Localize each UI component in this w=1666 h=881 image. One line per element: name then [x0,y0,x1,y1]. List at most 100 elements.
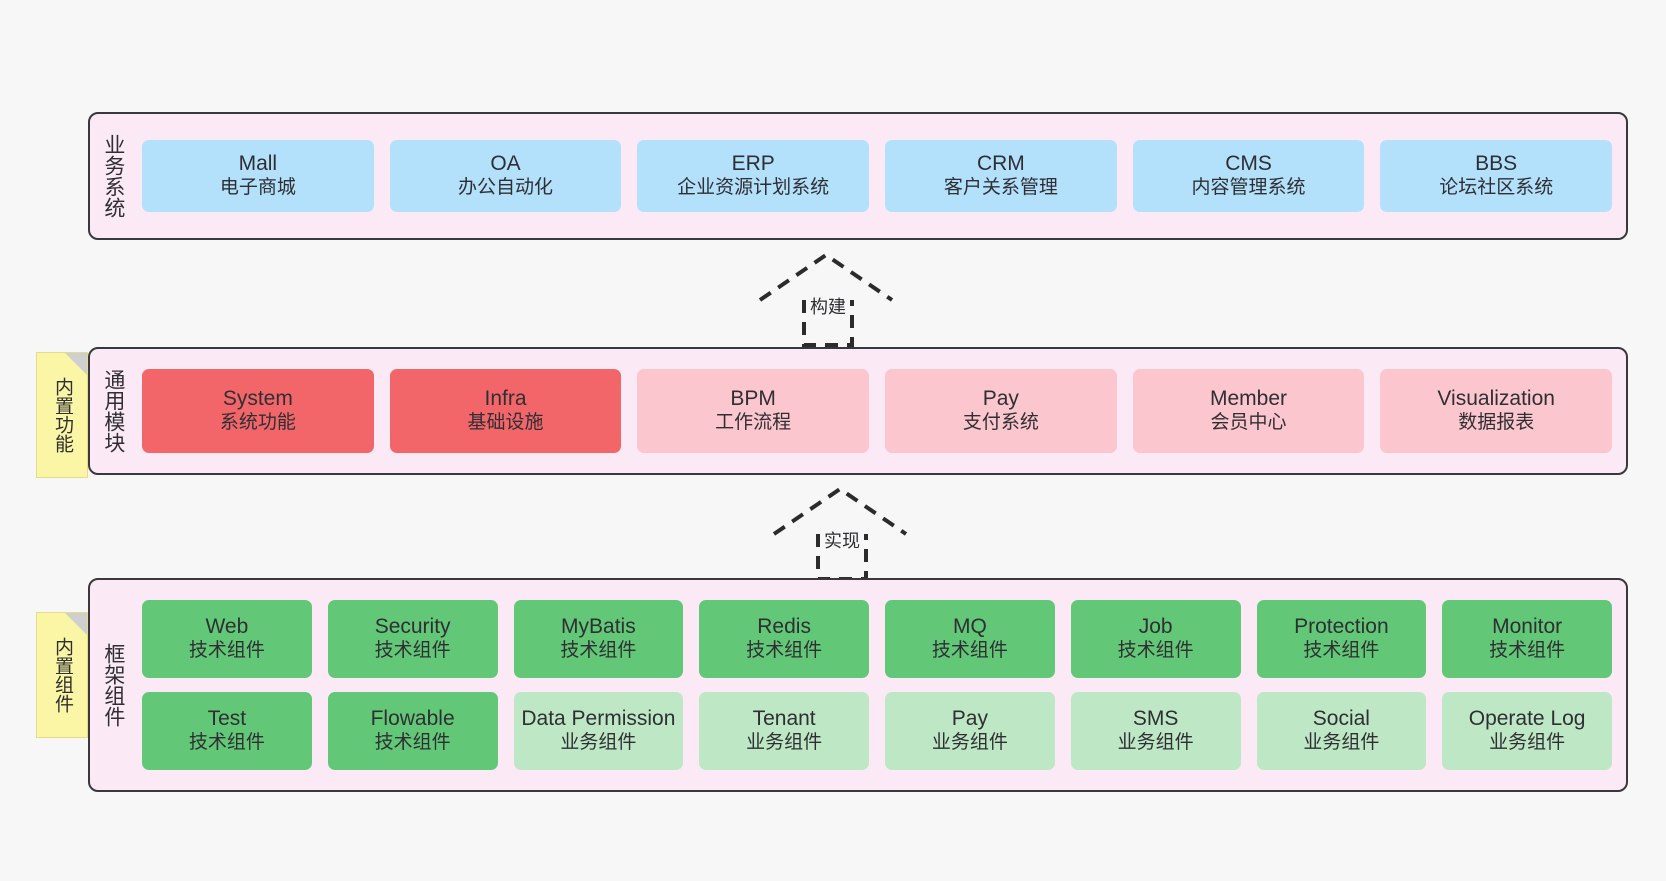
node-cms-en: CMS [1225,152,1272,176]
node-member-cn: 会员中心 [1210,411,1287,433]
node-operate-log-en: Operate Log [1468,707,1586,731]
node-bbs[interactable]: BBS 论坛社区系统 [1380,140,1613,212]
node-mybatis-en: MyBatis [561,615,636,639]
node-sms-cn: 业务组件 [1117,731,1194,753]
node-crm-en: CRM [976,152,1025,176]
node-mall-en: Mall [238,152,278,176]
node-tenant[interactable]: Tenant 业务组件 [699,692,869,770]
node-pay-component[interactable]: Pay 业务组件 [885,692,1055,770]
node-visualization[interactable]: Visualization 数据报表 [1380,369,1613,453]
node-sms[interactable]: SMS 业务组件 [1070,692,1241,770]
node-redis[interactable]: Redis 技术组件 [699,600,869,678]
node-mq-cn: 技术组件 [931,639,1008,661]
layer-framework-components: 框架组件 Web 技术组件 Security 技术组件 MyBatis 技术组件… [88,578,1628,792]
node-mq[interactable]: MQ 技术组件 [885,600,1055,678]
node-web-cn: 技术组件 [188,639,265,661]
node-monitor[interactable]: Monitor 技术组件 [1442,600,1612,678]
node-web[interactable]: Web 技术组件 [142,600,312,678]
node-pay-component-cn: 业务组件 [931,731,1008,753]
node-security-cn: 技术组件 [374,639,451,661]
row-framework-business: Test 技术组件 Flowable 技术组件 Data Permission … [142,692,1612,770]
note-builtin-components: 内置组件 [36,612,88,738]
row-framework-tech: Web 技术组件 Security 技术组件 MyBatis 技术组件 Redi… [142,600,1612,678]
node-sms-en: SMS [1132,707,1179,731]
node-crm[interactable]: CRM 客户关系管理 [885,140,1117,212]
node-security[interactable]: Security 技术组件 [327,600,498,678]
node-erp-cn: 企业资源计划系统 [677,176,830,198]
node-bpm-cn: 工作流程 [715,411,792,433]
node-test-cn: 技术组件 [188,731,265,753]
node-erp[interactable]: ERP 企业资源计划系统 [637,140,870,212]
node-system[interactable]: System 系统功能 [142,369,374,453]
node-bpm-en: BPM [730,387,776,411]
layer-title-common-modules: 通用模块 [101,369,125,453]
node-pay-module-cn: 支付系统 [962,411,1039,433]
node-data-permission[interactable]: Data Permission 业务组件 [513,692,684,770]
node-infra-cn: 基础设施 [467,411,544,433]
node-system-en: System [222,387,293,411]
connector-build: 构建 [748,252,928,348]
node-pay-component-en: Pay [951,707,988,731]
node-protection-cn: 技术组件 [1303,639,1380,661]
layer-body-business-systems: Mall 电子商城 OA 办公自动化 ERP 企业资源计划系统 CRM 客户关系… [136,114,1626,238]
node-flowable-cn: 技术组件 [374,731,451,753]
node-security-en: Security [374,615,451,639]
layer-title-business-systems: 业务系统 [101,134,125,218]
node-cms-cn: 内容管理系统 [1191,176,1306,198]
node-member[interactable]: Member 会员中心 [1132,369,1365,453]
node-infra-en: Infra [484,387,527,411]
note-builtin-functions-label: 内置功能 [51,377,73,453]
node-pay-module[interactable]: Pay 支付系统 [885,369,1117,453]
node-test[interactable]: Test 技术组件 [142,692,312,770]
node-mq-en: MQ [952,615,987,639]
node-mybatis[interactable]: MyBatis 技术组件 [513,600,684,678]
node-monitor-cn: 技术组件 [1489,639,1566,661]
node-bpm[interactable]: BPM 工作流程 [637,369,870,453]
node-redis-en: Redis [757,615,811,639]
node-flowable[interactable]: Flowable 技术组件 [327,692,498,770]
node-test-en: Test [207,707,247,731]
node-mall-cn: 电子商城 [219,176,296,198]
layer-business-systems: 业务系统 Mall 电子商城 OA 办公自动化 ERP 企业资源计划系统 CRM… [88,112,1628,240]
row-common-modules: System 系统功能 Infra 基础设施 BPM 工作流程 Pay 支付系统… [142,369,1613,453]
node-tenant-cn: 业务组件 [746,731,823,753]
node-oa-en: OA [490,152,521,176]
node-visualization-cn: 数据报表 [1458,411,1535,433]
node-protection[interactable]: Protection 技术组件 [1256,600,1427,678]
note-builtin-functions: 内置功能 [36,352,88,478]
node-member-en: Member [1210,387,1288,411]
node-oa[interactable]: OA 办公自动化 [389,140,622,212]
node-redis-cn: 技术组件 [746,639,823,661]
node-job[interactable]: Job 技术组件 [1070,600,1241,678]
layer-body-framework-components: Web 技术组件 Security 技术组件 MyBatis 技术组件 Redi… [136,580,1626,790]
node-operate-log-cn: 业务组件 [1489,731,1566,753]
connector-implement-label: 实现 [824,531,860,551]
node-data-permission-en: Data Permission [521,707,676,731]
node-crm-cn: 客户关系管理 [943,176,1058,198]
node-bbs-en: BBS [1475,152,1518,176]
node-social-en: Social [1312,707,1370,731]
node-social[interactable]: Social 业务组件 [1256,692,1427,770]
node-protection-en: Protection [1294,615,1389,639]
node-pay-module-en: Pay [982,387,1019,411]
node-social-cn: 业务组件 [1303,731,1380,753]
layer-common-modules: 通用模块 System 系统功能 Infra 基础设施 BPM 工作流程 Pay… [88,347,1628,475]
node-operate-log[interactable]: Operate Log 业务组件 [1442,692,1612,770]
connector-build-label: 构建 [810,297,846,317]
node-oa-cn: 办公自动化 [458,176,554,198]
node-infra[interactable]: Infra 基础设施 [389,369,622,453]
node-flowable-en: Flowable [370,707,455,731]
node-monitor-en: Monitor [1492,615,1563,639]
node-web-en: Web [205,615,249,639]
connector-implement: 实现 [762,486,942,582]
node-job-cn: 技术组件 [1117,639,1194,661]
node-tenant-en: Tenant [752,707,816,731]
node-mall[interactable]: Mall 电子商城 [142,140,374,212]
node-system-cn: 系统功能 [219,411,296,433]
node-bbs-cn: 论坛社区系统 [1439,176,1554,198]
node-cms[interactable]: CMS 内容管理系统 [1132,140,1365,212]
node-data-permission-cn: 业务组件 [560,731,637,753]
node-job-en: Job [1138,615,1173,639]
node-visualization-en: Visualization [1437,387,1555,411]
